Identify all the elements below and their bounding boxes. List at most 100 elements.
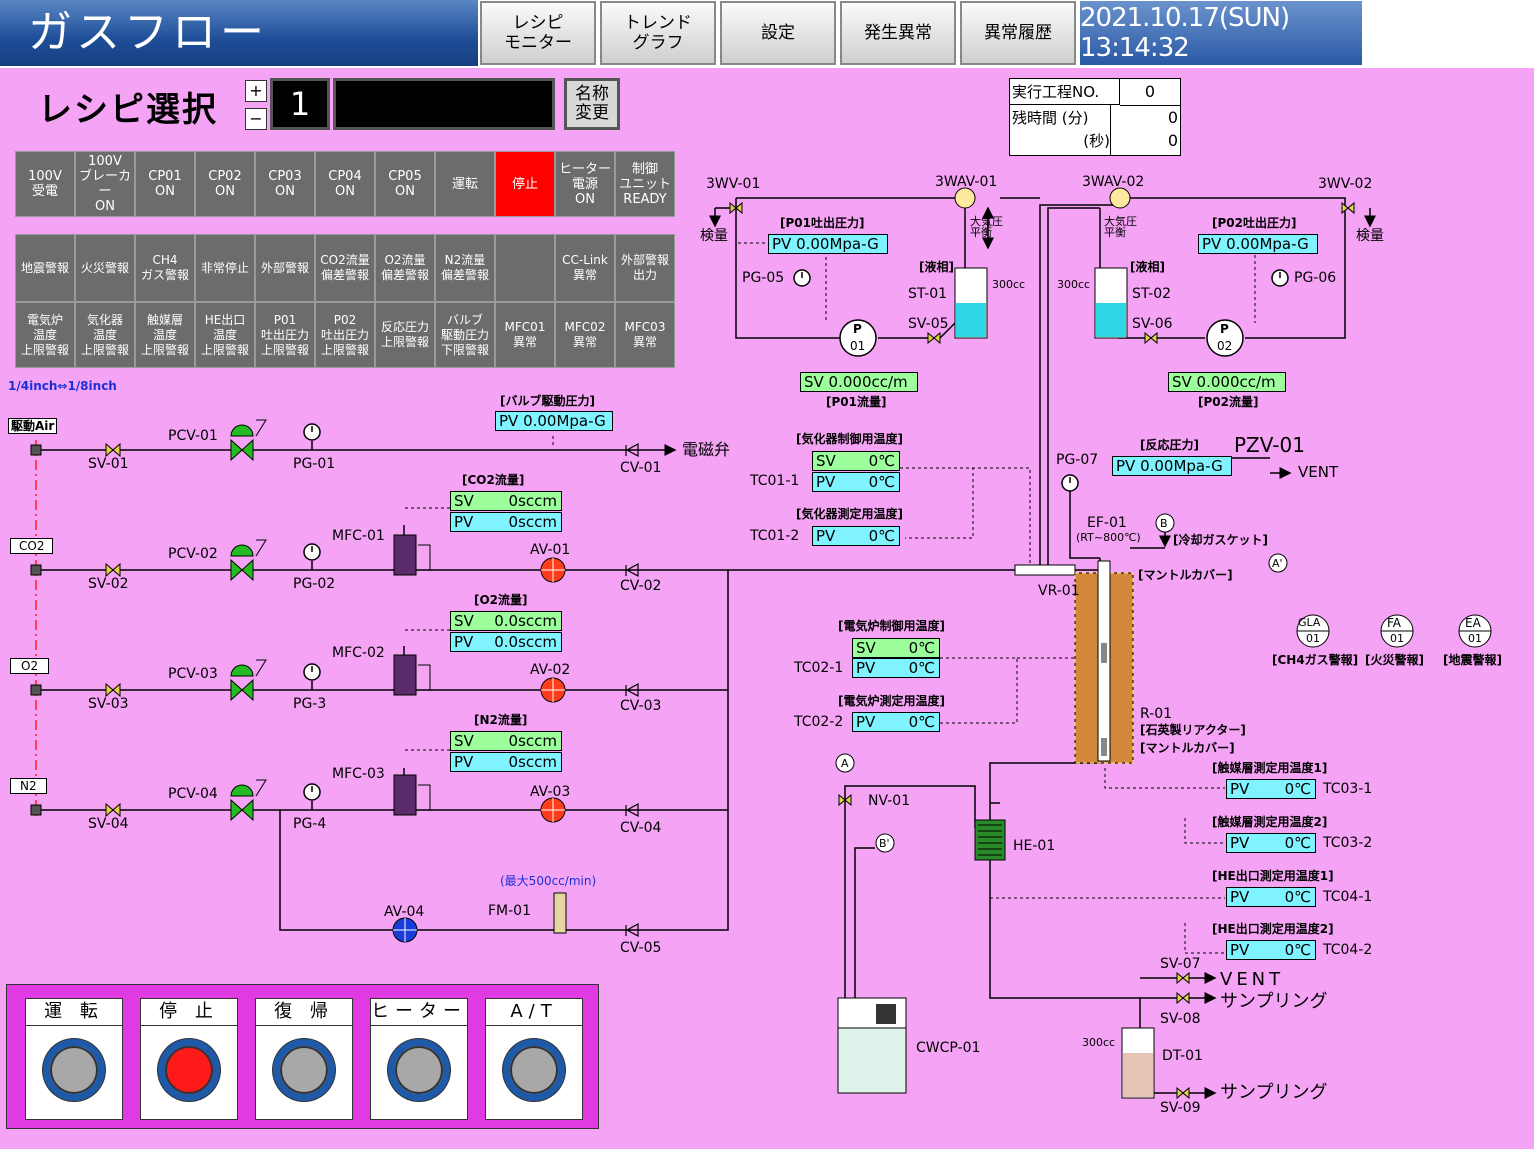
p01-flow-sv[interactable]: SV 0.000cc/m <box>800 372 918 392</box>
remaining-sec-value: 0 <box>1167 131 1178 150</box>
lamp-icon <box>388 1039 450 1101</box>
tc02-2-label: TC02-2 <box>794 714 844 730</box>
nav-trend-graph-button[interactable]: トレンド グラフ <box>600 1 716 65</box>
sv-04-label: SV-04 <box>88 816 129 832</box>
pg-07-label: PG-07 <box>1056 452 1099 468</box>
fm-max-note: (最大500cc/min) <box>500 874 597 888</box>
p02-pressure-pv: PV 0.00Mpa-G <box>1198 234 1318 254</box>
recipe-select-label: レシピ選択 <box>38 90 218 130</box>
pzv-01-label: PZV-01 <box>1234 433 1305 457</box>
nav-settings-button[interactable]: 設定 <box>720 1 836 65</box>
status-indicator-10: 制御 ユニット READY <box>615 151 675 217</box>
connector-b-top: B <box>1160 517 1168 530</box>
remaining-min-label: 残時間 (分) <box>1012 109 1089 127</box>
nav-alarm-history-button[interactable]: 異常履歴 <box>960 1 1076 65</box>
cooling-gasket-label: [冷却ガスケット] <box>1173 533 1268 547</box>
tc01-2-label: TC01-2 <box>750 528 800 544</box>
pump-02-letter: P <box>1220 322 1229 336</box>
alarm-indicator-top-6: O2流量 偏差警報 <box>375 234 435 302</box>
recipe-decrement-button[interactable]: − <box>245 108 267 130</box>
status-indicator-1: 100V ブレーカー ON <box>75 151 135 217</box>
vr-01-label: VR-01 <box>1038 583 1080 599</box>
process-info-table: 実行工程NO. 0 残時間 (分) (秒) 0 0 <box>1009 78 1181 156</box>
app-title: ガスフロー <box>0 0 478 66</box>
cv-01-label: CV-01 <box>620 460 662 476</box>
inlet-n2: N2 <box>10 778 47 794</box>
alarm-indicator-top-5: CO2流量 偏差警報 <box>315 234 375 302</box>
recipe-number-field[interactable]: 1 <box>270 78 330 130</box>
operation-button-0[interactable]: 運 転 <box>25 998 123 1120</box>
alarm-indicator-bottom-2: 触媒層 温度 上限警報 <box>135 302 195 368</box>
mfc-02-label: MFC-02 <box>332 645 385 661</box>
sv-07-label: SV-07 <box>1160 956 1201 972</box>
tc02-1-label: TC02-1 <box>794 660 844 676</box>
vaporizer-meas-title: [気化器測定用温度] <box>796 507 903 521</box>
he-01-label: HE-01 <box>1013 838 1056 854</box>
sampling-2-label: サンプリング <box>1220 1082 1328 1103</box>
3wv-01-label: 3WV-01 <box>706 176 761 192</box>
alarm-indicator-bottom-10: MFC03 異常 <box>615 302 675 368</box>
recipe-name-field[interactable] <box>333 78 555 130</box>
rename-recipe-button[interactable]: 名称 変更 <box>564 78 620 130</box>
mantle-cover-bottom: [マントルカバー] <box>1140 741 1235 755</box>
operation-button-4[interactable]: A/T <box>485 998 583 1120</box>
3wav-02-label: 3WAV-02 <box>1082 174 1145 190</box>
p01-flow-title: [P01流量] <box>826 395 887 409</box>
ea-number: 01 <box>1468 632 1482 645</box>
p02-flow-sv[interactable]: SV 0.000cc/m <box>1168 372 1286 392</box>
recipe-increment-button[interactable]: + <box>245 80 267 102</box>
operation-button-1[interactable]: 停 止 <box>140 998 238 1120</box>
operation-button-2[interactable]: 復 帰 <box>255 998 353 1120</box>
alarm-indicator-bottom-0: 電気炉 温度 上限警報 <box>15 302 75 368</box>
alarm-indicator-top-0: 地震警報 <box>15 234 75 302</box>
nav-active-alarms-button[interactable]: 発生異常 <box>840 1 956 65</box>
av-01-label: AV-01 <box>530 542 571 558</box>
fa-number: 01 <box>1390 632 1404 645</box>
status-indicator-7: 運転 <box>435 151 495 217</box>
valve-pressure-title: [バルブ駆動圧力] <box>500 394 595 408</box>
alarm-indicator-bottom-3: HE出口 温度 上限警報 <box>195 302 255 368</box>
quake-alarm-label: [地震警報] <box>1443 653 1502 667</box>
p02-flow-title: [P02流量] <box>1198 395 1259 409</box>
sv-02-label: SV-02 <box>88 576 129 592</box>
nav-recipe-monitor-button[interactable]: レシピ モニター <box>480 1 596 65</box>
reaction-pressure-title: [反応圧力] <box>1140 438 1199 452</box>
status-indicator-5: CP04 ON <box>315 151 375 217</box>
he2-title: [HE出口測定用温度2] <box>1212 922 1334 936</box>
ch4-alarm-label: [CH4ガス警報] <box>1272 653 1359 667</box>
co2-flow-title: [CO2流量] <box>462 473 525 487</box>
furnace-meas-title: [電気炉測定用温度] <box>838 694 945 708</box>
alarm-indicator-bottom-8: MFC01 異常 <box>495 302 555 368</box>
operation-button-3[interactable]: ヒーター <box>370 998 468 1120</box>
cv-04-label: CV-04 <box>620 820 662 836</box>
operation-button-label: 復 帰 <box>256 999 352 1026</box>
reaction-pressure-pv: PV 0.00Mpa-G <box>1112 456 1232 476</box>
sv-09-label: SV-09 <box>1160 1100 1201 1116</box>
ef-01-label: EF-01 <box>1087 515 1127 531</box>
cv-03-label: CV-03 <box>620 698 662 714</box>
step-number-value: 0 <box>1120 79 1180 106</box>
gla-number: 01 <box>1306 632 1320 645</box>
vent-outlet-label: VENT <box>1220 969 1285 990</box>
main-panel: レシピ選択 + − 1 名称 変更 実行工程NO. 0 残時間 (分) (秒) … <box>0 68 1534 1149</box>
datetime-display: 2021.10.17(SUN) 13:14:32 <box>1080 1 1362 65</box>
status-indicator-2: CP01 ON <box>135 151 195 217</box>
calibration-right-label: 検量 <box>1356 228 1384 244</box>
lamp-icon <box>43 1039 105 1101</box>
cat1-title: [触媒層測定用温度1] <box>1212 761 1328 775</box>
tc01-1-label: TC01-1 <box>750 473 800 489</box>
pcv-03-label: PCV-03 <box>168 666 218 682</box>
connector-a: A <box>841 757 849 770</box>
inlet-o2: O2 <box>10 658 50 674</box>
alarm-indicator-bottom-6: 反応圧力 上限警報 <box>375 302 435 368</box>
dt-01-capacity: 300cc <box>1082 1036 1116 1049</box>
o2-flow-title: [O2流量] <box>474 593 528 607</box>
operation-button-label: ヒーター <box>371 999 467 1026</box>
